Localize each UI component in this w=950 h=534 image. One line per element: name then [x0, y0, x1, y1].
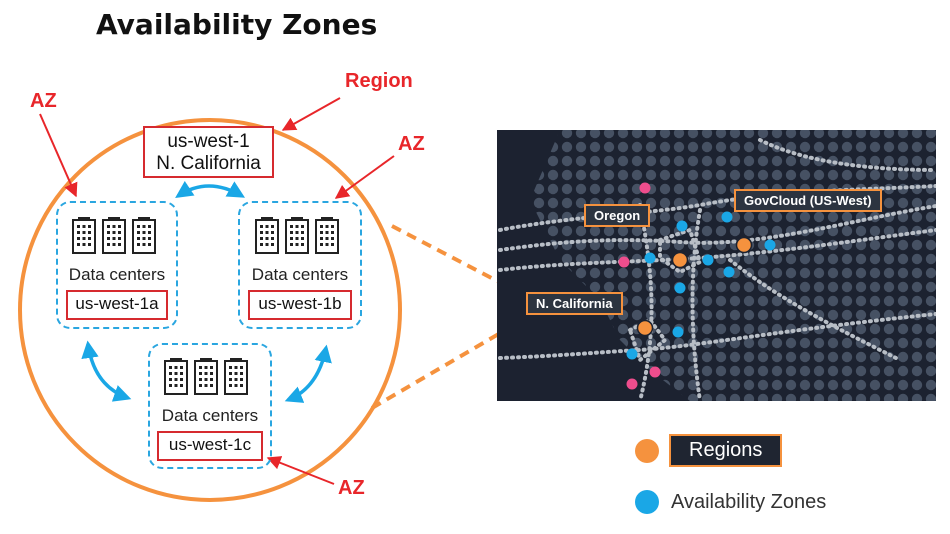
legend-regions: Regions: [635, 434, 783, 467]
az-pointer-arrow-3: [266, 456, 335, 485]
orange-dot-icon: [635, 438, 659, 463]
az-pointer-label-3: AZ: [338, 477, 365, 499]
az-link-b-c: [284, 344, 332, 403]
building-icon: [194, 358, 218, 395]
az-pointer-arrow-2: [334, 155, 395, 199]
map-tag-n-california: N. California: [526, 292, 623, 315]
az-box-1c: [148, 343, 272, 469]
az-link-a-c: [81, 340, 132, 402]
building-icon: [132, 217, 156, 254]
region-box: us-west-1 N. California: [143, 126, 274, 178]
az-caption-1c: Data centers: [161, 406, 259, 425]
building-icon: [164, 358, 188, 395]
data-center-icons-1c: [164, 357, 248, 395]
page-title: Availability Zones: [96, 8, 378, 41]
az-id-1a: us-west-1a: [66, 290, 168, 320]
building-icon: [224, 358, 248, 395]
region-pointer-arrow: [281, 97, 341, 131]
building-icon: [255, 217, 279, 254]
region-pointer-label: Region: [345, 70, 413, 92]
legend-az-label: Availability Zones: [671, 490, 827, 513]
az-link-a-b: [175, 180, 246, 198]
building-icon: [102, 217, 126, 254]
region-code: us-west-1: [167, 131, 250, 152]
az-pointer-label-1: AZ: [30, 90, 57, 112]
az-pointer-arrow-1: [39, 113, 78, 198]
data-center-icons-1b: [255, 216, 339, 254]
legend-regions-label: Regions: [669, 434, 783, 467]
az-caption-1a: Data centers: [68, 265, 166, 284]
building-icon: [72, 217, 96, 254]
az-pointer-label-2: AZ: [398, 133, 425, 155]
az-id-1c: us-west-1c: [157, 431, 263, 461]
region-name: N. California: [156, 153, 261, 174]
az-box-1a: [56, 201, 178, 329]
az-box-1b: [238, 201, 362, 329]
zoom-line-bottom: [370, 316, 528, 410]
data-center-icons-1a: [72, 216, 156, 254]
az-caption-1b: Data centers: [251, 265, 349, 284]
map-tag-oregon: Oregon: [584, 204, 651, 227]
building-icon: [315, 217, 339, 254]
az-id-1b: us-west-1b: [248, 290, 352, 320]
region-circle: [18, 118, 402, 502]
legend-availability-zones: Availability Zones: [635, 490, 826, 514]
blue-dot-icon: [635, 490, 659, 514]
region-map: [497, 130, 936, 401]
building-icon: [285, 217, 309, 254]
map-tag-govcloud: GovCloud (US-West): [734, 189, 882, 212]
